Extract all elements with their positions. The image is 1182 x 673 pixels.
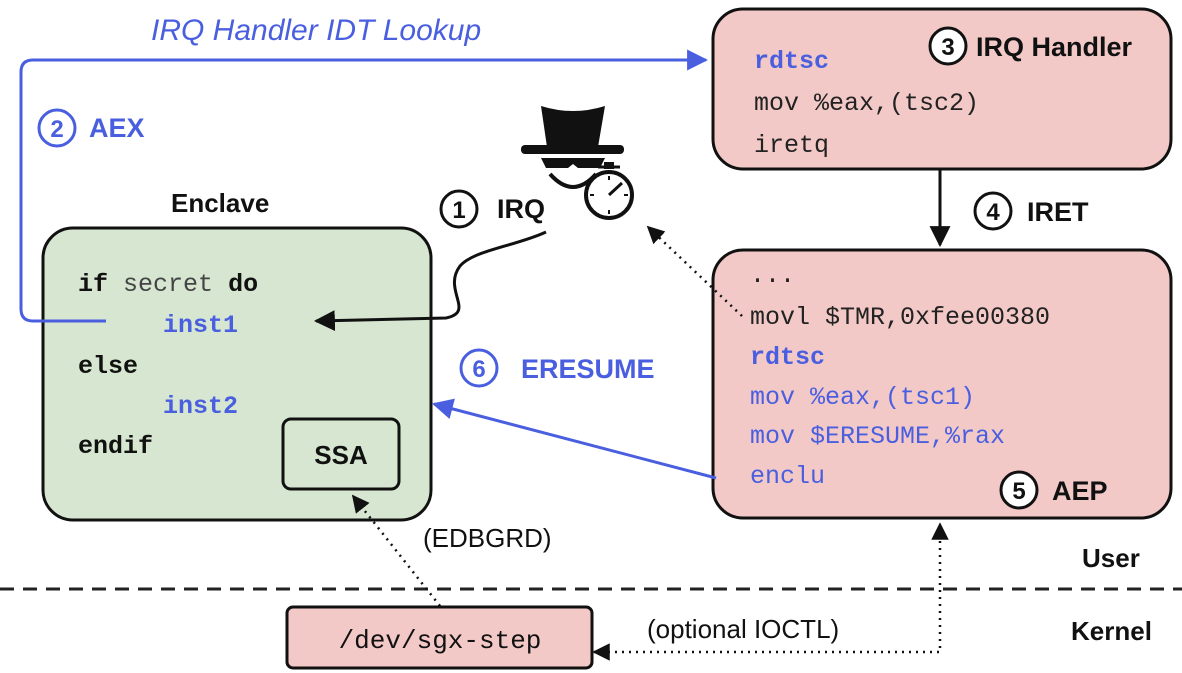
enclave-label: Enclave <box>171 188 269 218</box>
step-2-circle <box>37 108 77 148</box>
step-2-number: 2 <box>50 116 63 143</box>
irq-handler-title: IRQ Handler <box>976 32 1133 62</box>
irq-arrow <box>313 230 547 332</box>
aep-code-line-5: mov $ERESUME,%rax <box>750 422 1005 451</box>
irq-label: IRQ <box>497 194 545 224</box>
step-4-number: 4 <box>986 199 1000 226</box>
step-1-circle <box>439 189 479 229</box>
enclave-code-line-1: if secret do <box>78 270 258 299</box>
eresume-label: ERESUME <box>521 354 655 384</box>
ssa-label: SSA <box>314 440 368 470</box>
idt-lookup-label: IRQ Handler IDT Lookup <box>151 14 481 47</box>
attacker-spy-icon <box>521 106 624 189</box>
sgx-step-device-label: /dev/sgx-step <box>339 626 542 656</box>
aex-arrow <box>19 49 709 323</box>
aep-code-line-1: ... <box>750 261 795 290</box>
stopwatch-icon <box>584 162 634 220</box>
edbgrd-label: (EDBGRD) <box>423 523 552 553</box>
handler-code-line-3: iretq <box>754 131 829 160</box>
aep-code-line-3: rdtsc <box>750 343 825 372</box>
aep-code-line-4: mov %eax,(tsc1) <box>750 383 975 412</box>
step-1-number: 1 <box>452 197 465 224</box>
iret-label: IRET <box>1027 197 1089 227</box>
enclave-inst1: inst1 <box>163 311 238 340</box>
step-6-circle <box>459 348 499 388</box>
step-3-number: 3 <box>941 34 954 61</box>
step-5-number: 5 <box>1012 478 1025 505</box>
step-4-circle <box>973 191 1013 231</box>
aep-code-line-6: enclu <box>750 462 825 491</box>
handler-code-line-1: rdtsc <box>754 47 829 76</box>
irq-handler-box <box>711 7 1173 171</box>
ssa-box <box>281 417 401 491</box>
timer-arming-arrow <box>646 225 743 317</box>
step-3-circle <box>928 26 968 66</box>
kernel-label: Kernel <box>1071 616 1152 646</box>
optional-ioctl-label: (optional IOCTL) <box>647 614 839 644</box>
aep-title: AEP <box>1052 476 1108 506</box>
sgx-step-device-box <box>285 605 594 670</box>
eresume-arrow <box>431 398 717 480</box>
user-label: User <box>1082 543 1140 573</box>
enclave-inst2: inst2 <box>163 392 238 421</box>
handler-code-line-2: mov %eax,(tsc2) <box>754 89 979 118</box>
enclave-endif: endif <box>78 432 153 461</box>
step-6-number: 6 <box>472 356 485 383</box>
aex-label: AEX <box>89 113 145 143</box>
edbgrd-arrow <box>351 494 441 607</box>
aep-code-line-2: movl $TMR,0xfee00380 <box>750 303 1050 332</box>
enclave-else: else <box>78 352 138 381</box>
aep-box <box>711 248 1173 520</box>
step-5-circle <box>999 470 1039 510</box>
